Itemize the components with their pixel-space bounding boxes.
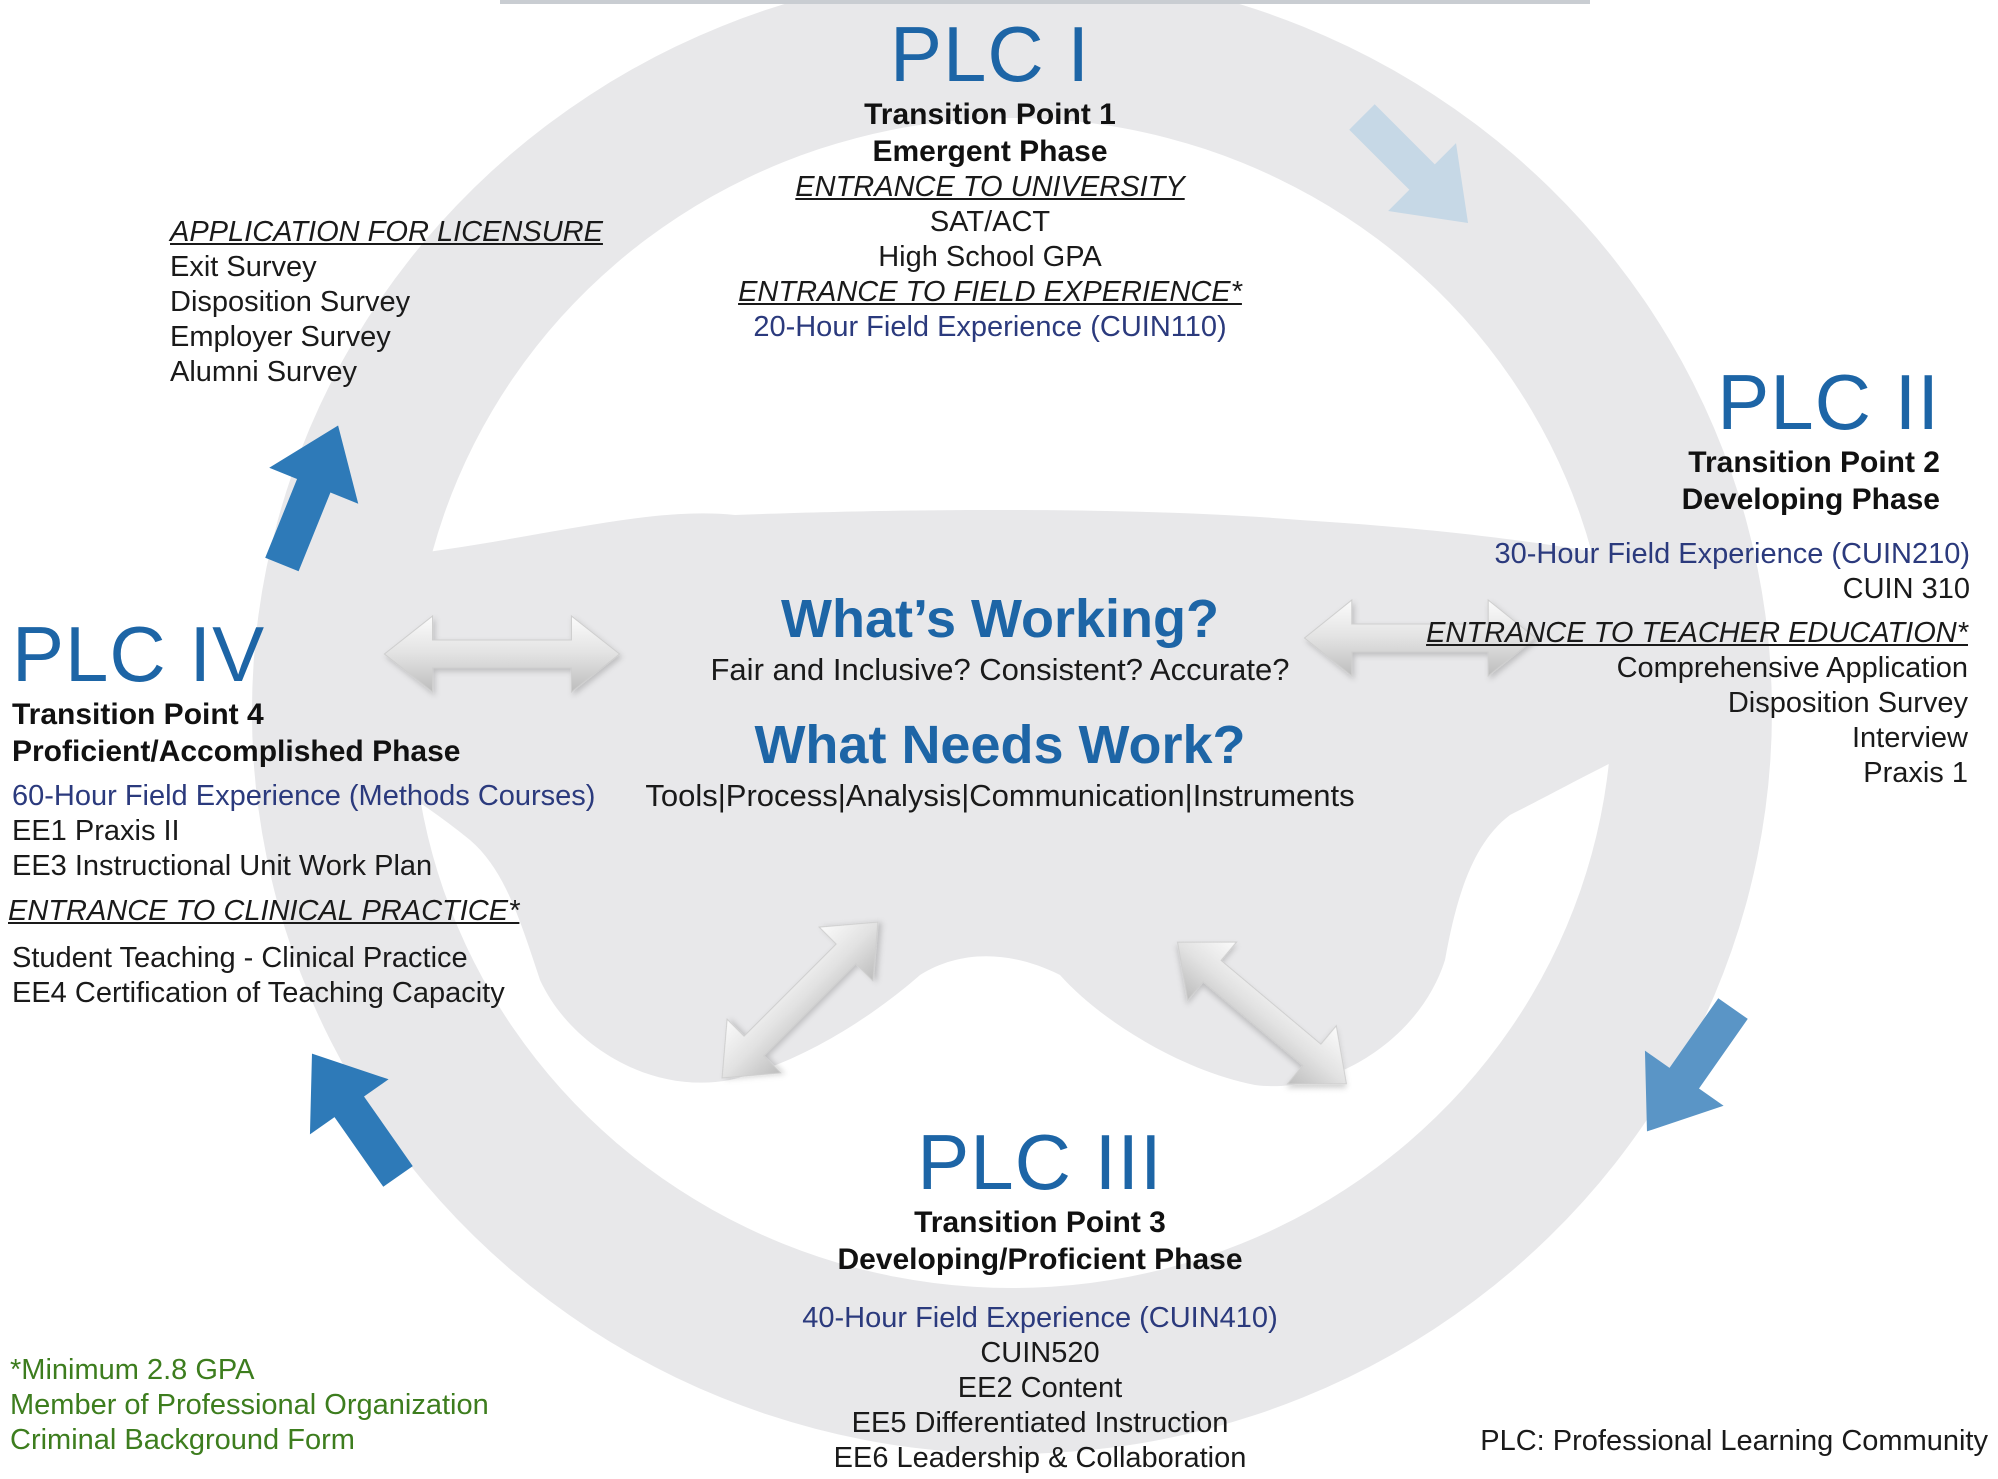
plc1-item: High School GPA <box>878 241 1102 273</box>
plc4-item: Student Teaching - Clinical Practice <box>12 942 468 974</box>
plc2-transition-point: Transition Point 2 <box>1688 446 1940 479</box>
plc4-transition-point: Transition Point 4 <box>12 698 264 731</box>
plc3-field-experience: 40-Hour Field Experience (CUIN410) <box>802 1302 1278 1334</box>
plc2-title: PLC II <box>1717 358 1940 446</box>
plc3-transition-point: Transition Point 3 <box>914 1206 1166 1239</box>
licensure-item: Exit Survey <box>170 251 317 283</box>
licensure-item: Employer Survey <box>170 321 391 353</box>
plc3-item: EE6 Leadership & Collaboration <box>833 1442 1247 1474</box>
plc1-title: PLC I <box>889 10 1091 98</box>
plc4-detail-block: 60-Hour Field Experience (Methods Course… <box>8 779 652 1011</box>
footnote-line: Member of Professional Organization <box>10 1389 489 1421</box>
plc3-item: EE2 Content <box>957 1372 1123 1404</box>
plc2-course: CUIN 310 <box>1842 573 1970 605</box>
plc4-field-experience: 60-Hour Field Experience (Methods Course… <box>12 780 596 812</box>
plc2-header: ENTRANCE TO TEACHER EDUCATION* <box>1426 617 1968 649</box>
plc4-title: PLC IV <box>12 610 266 698</box>
plc1-phase: Emergent Phase <box>872 135 1108 168</box>
plc1-block: PLC I Transition Point 1 Emergent Phase … <box>690 12 1290 345</box>
plc4-block: PLC IV Transition Point 4 Proficient/Acc… <box>12 612 652 770</box>
plc3-item: CUIN520 <box>980 1337 1100 1369</box>
plc1-header-field: ENTRANCE TO FIELD EXPERIENCE* <box>738 276 1242 308</box>
plc2-item: Comprehensive Application <box>1616 652 1968 684</box>
plc4-item: EE4 Certification of Teaching Capacity <box>12 977 505 1009</box>
footnote-line: Criminal Background Form <box>10 1424 355 1456</box>
plc2-detail-block: 30-Hour Field Experience (CUIN210) CUIN … <box>1380 537 1970 607</box>
plc2-title-block: PLC II Transition Point 2 Developing Pha… <box>1500 360 1940 518</box>
plc3-title: PLC III <box>917 1118 1163 1206</box>
plc1-field-experience: 20-Hour Field Experience (CUIN110) <box>753 311 1227 343</box>
plc3-detail-block: 40-Hour Field Experience (CUIN410) CUIN5… <box>740 1301 1340 1476</box>
plc4-item: EE3 Instructional Unit Work Plan <box>12 850 433 882</box>
plc1-header-university: ENTRANCE TO UNIVERSITY <box>795 171 1185 203</box>
top-edge-bar <box>500 0 1590 4</box>
center-block: What’s Working? Fair and Inclusive? Cons… <box>600 588 1400 690</box>
plc2-item: Disposition Survey <box>1727 687 1968 719</box>
plc2-field-experience: 30-Hour Field Experience (CUIN210) <box>1494 538 1970 570</box>
licensure-item: Disposition Survey <box>170 286 411 318</box>
wheel-hub <box>300 510 1705 1087</box>
plc1-transition-point: Transition Point 1 <box>864 98 1116 131</box>
plc-legend: PLC: Professional Learning Community <box>1480 1425 1988 1457</box>
plc3-phase: Developing/Proficient Phase <box>837 1243 1243 1276</box>
plc3-item: EE5 Differentiated Instruction <box>851 1407 1229 1439</box>
plc2-item: Praxis 1 <box>1863 757 1968 789</box>
plc2-item: Interview <box>1851 722 1968 754</box>
what-needs-work-subtitle: Tools|Process|Analysis|Communication|Ins… <box>645 778 1355 813</box>
licensure-header: APPLICATION FOR LICENSURE <box>170 216 603 248</box>
plc1-item: SAT/ACT <box>929 206 1051 238</box>
whats-working-heading: What’s Working? <box>781 589 1219 649</box>
whats-working-subtitle: Fair and Inclusive? Consistent? Accurate… <box>710 652 1290 687</box>
center-block-2: What Needs Work? Tools|Process|Analysis|… <box>600 714 1400 816</box>
what-needs-work-heading: What Needs Work? <box>754 715 1246 775</box>
plc4-header: ENTRANCE TO CLINICAL PRACTICE* <box>8 895 520 927</box>
licensure-block: APPLICATION FOR LICENSURE Exit Survey Di… <box>170 215 670 390</box>
footnote-line: *Minimum 2.8 GPA <box>10 1354 255 1386</box>
footnote-block: *Minimum 2.8 GPA Member of Professional … <box>10 1353 570 1458</box>
licensure-item: Alumni Survey <box>170 356 357 388</box>
plc3-block: PLC III Transition Point 3 Developing/Pr… <box>740 1120 1340 1278</box>
plc2-phase: Developing Phase <box>1681 483 1940 516</box>
plc4-item: EE1 Praxis II <box>12 815 180 847</box>
plc4-phase: Proficient/Accomplished Phase <box>12 735 461 768</box>
plc2-entrance-block: ENTRANCE TO TEACHER EDUCATION* Comprehen… <box>1380 616 1968 791</box>
